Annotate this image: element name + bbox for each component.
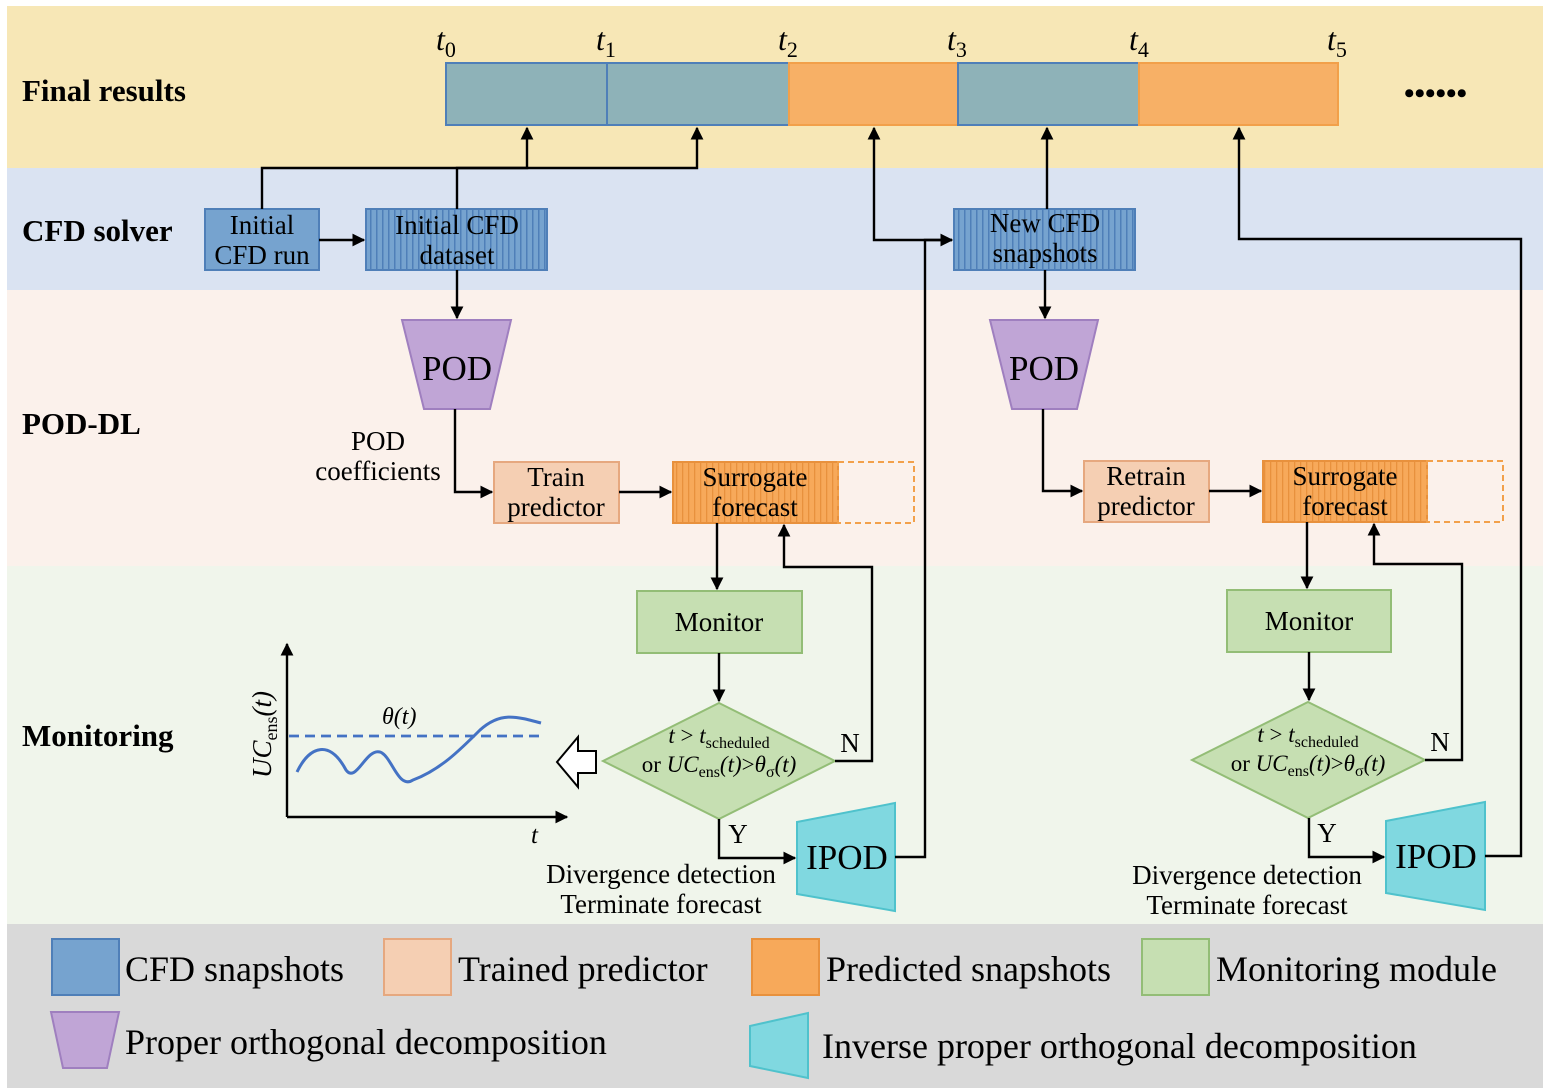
legend-label-trained-predictor: Trained predictor	[458, 949, 708, 989]
monitor-label-1: Monitor	[675, 607, 764, 637]
band-label-pod-dl: POD-DL	[22, 406, 141, 441]
plot-y-label: UCens(t)	[247, 691, 281, 778]
time-label-t3: t3	[947, 21, 967, 62]
decision-condition-1-line1: t > tscheduled	[668, 723, 769, 752]
arrow-pod-to-retrain	[1041, 409, 1084, 498]
pod-label-2: POD	[1009, 349, 1079, 388]
ipod-shape-2	[1385, 800, 1486, 912]
plot-threshold-label: θ(t)	[382, 704, 416, 730]
arrow-to-timeline-predicted-1	[867, 126, 952, 242]
legend-swatch-predicted-snapshots	[751, 938, 820, 996]
time-label-t4: t4	[1129, 21, 1149, 62]
band-pod-dl	[7, 290, 1543, 566]
retrain-predictor-box	[1083, 460, 1210, 523]
band-label-final-results: Final results	[22, 73, 186, 108]
train-predictor-box	[493, 461, 620, 524]
legend-swatch-pod	[49, 1011, 121, 1069]
band-label-monitoring: Monitoring	[22, 718, 174, 753]
monitor-label-2: Monitor	[1265, 606, 1354, 636]
ipod-label-1: IPOD	[806, 838, 888, 877]
monitor-box-1	[636, 590, 803, 654]
time-label-t2: t2	[778, 21, 798, 62]
legend-swatch-trained-predictor	[383, 938, 452, 996]
pod-trapezoid-1	[400, 319, 513, 410]
timeline-segment-cfd-1	[445, 62, 608, 126]
time-label-t1: t1	[596, 21, 616, 62]
timeline-ellipsis: ••••••	[1404, 77, 1467, 110]
surrogate-forecast-extension-2	[1426, 460, 1504, 523]
initial-cfd-run-box	[204, 208, 320, 271]
ipod-label-2: IPOD	[1395, 837, 1477, 876]
timeline-segment-predicted-2	[1138, 62, 1339, 126]
time-label-t5: t5	[1327, 21, 1347, 62]
monitor-box-2	[1226, 589, 1392, 653]
arrow-yes-to-ipod-1	[717, 819, 797, 865]
flow-arrows	[260, 126, 1523, 865]
legend-swatch-ipod	[749, 1011, 809, 1080]
surrogate-forecast-extension-1	[837, 461, 915, 524]
legend-label-cfd-snapshots: CFD snapshots	[125, 949, 344, 989]
plot-uncertainty-curve	[295, 715, 542, 784]
legend-label-predicted-snapshots: Predicted snapshots	[826, 949, 1111, 989]
arrow-yes-to-ipod-2	[1307, 818, 1386, 864]
arrow-no-loop-2	[1367, 522, 1464, 762]
ipod-shape-1	[796, 801, 896, 913]
arrow-ipod-to-timeline	[1232, 126, 1523, 858]
decision-condition-2-line2: or UCens(t)>θσ(t)	[1231, 751, 1386, 780]
decision-condition-1-line2: or UCens(t)>θσ(t)	[642, 752, 797, 781]
time-label-t0: t0	[436, 21, 456, 62]
legend-label-ipod: Inverse proper orthogonal decomposition	[822, 1026, 1417, 1066]
timeline-segment-predicted-1	[788, 62, 959, 126]
timeline-bar	[445, 62, 1339, 126]
arrow-dataset-to-timeline	[455, 126, 704, 209]
yes-label-1: Y	[728, 819, 748, 849]
band-label-cfd-solver: CFD solver	[22, 213, 173, 248]
legend-swatch-monitoring-module	[1141, 938, 1210, 996]
arrow-initial-run-to-timeline	[260, 126, 534, 209]
arrow-pod-to-train	[453, 409, 494, 499]
timeline-segment-cfd-3	[957, 62, 1140, 126]
pod-label-1: POD	[422, 349, 492, 388]
legend-label-pod: Proper orthogonal decomposition	[125, 1022, 607, 1062]
no-label-1: N	[840, 728, 860, 758]
surrogate-forecast-box-1	[672, 461, 839, 524]
surrogate-forecast-box-2	[1262, 460, 1428, 523]
legend-swatch-cfd-snapshots	[51, 938, 120, 996]
plot-x-label: t	[531, 822, 539, 849]
legend-label-monitoring-module: Monitoring module	[1216, 949, 1497, 989]
pod-trapezoid-2	[988, 319, 1100, 410]
arrow-no-loop-1	[777, 523, 874, 763]
hollow-left-arrow	[555, 734, 597, 790]
no-label-2: N	[1430, 727, 1450, 757]
uncertainty-plot: θ(t) t UCens(t)	[247, 642, 569, 849]
yes-label-2: Y	[1317, 818, 1337, 848]
decision-condition-2-line1: t > tscheduled	[1257, 722, 1358, 751]
timeline-segment-cfd-2	[606, 62, 790, 126]
legend: CFD snapshots Trained predictor Predicte…	[49, 938, 1497, 1080]
